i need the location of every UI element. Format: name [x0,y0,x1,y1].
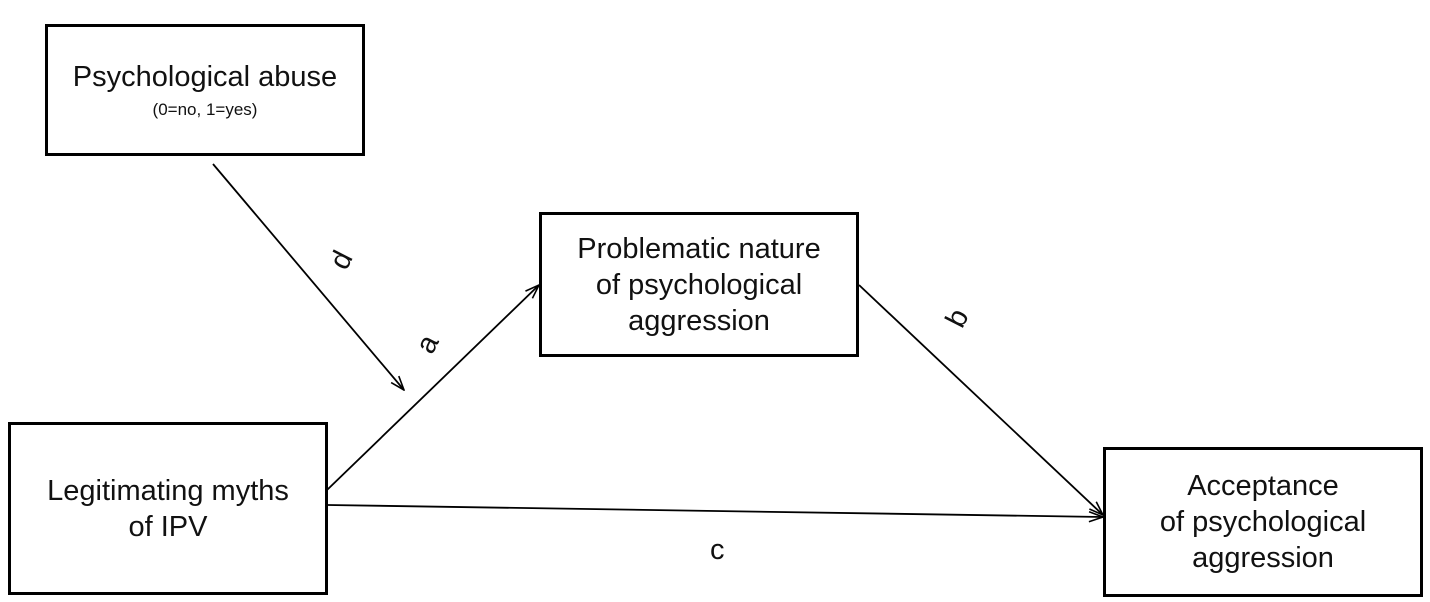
box-problem-line-3: aggression [628,304,770,337]
box-myths-line-2: of IPV [128,510,208,543]
box-myths-line-1: Legitimating myths [47,474,289,507]
box-problem-line-2: of psychological [595,268,803,301]
box-acceptance: Acceptance of psychological aggression [1103,447,1423,597]
box-legitimating-myths: Legitimating myths of IPV [8,422,328,595]
box-accept-line-3: aggression [1192,542,1334,574]
box-abuse-title: Psychological abuse [72,61,338,93]
box-accept-line-1: Acceptance [1187,470,1339,502]
arrow-d [212,163,404,390]
arrow-c [327,504,1103,517]
box-accept-line-2: of psychological [1159,506,1367,538]
box-abuse-coding: (0=no, 1=yes) [152,100,258,119]
box-problematic-nature: Problematic nature of psychological aggr… [539,212,859,357]
box-psychological-abuse: Psychological abuse (0=no, 1=yes) [45,24,365,156]
arrow-a [326,285,539,491]
path-label-c: c [710,534,725,566]
arrow-b [858,284,1103,515]
box-problem-line-1: Problematic nature [577,232,821,265]
